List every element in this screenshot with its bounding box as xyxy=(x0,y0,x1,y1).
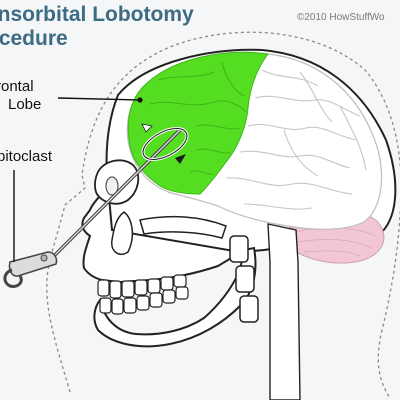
frontal-lobe-label-line-1: rontal xyxy=(0,78,34,95)
brain-gyri xyxy=(225,69,367,210)
brain-stem xyxy=(267,223,301,400)
frontal-lobe-leader-dot xyxy=(137,97,143,103)
vertebrae xyxy=(229,235,259,323)
copyright-notice: ©2010 HowStuffWo xyxy=(297,12,385,23)
orbitoclast-label: rbitoclast xyxy=(0,148,53,165)
diagram-title-line-1: ansorbital Lobotomy xyxy=(0,3,194,26)
lower-teeth xyxy=(99,286,189,315)
nasal-cavity xyxy=(111,211,134,256)
upper-teeth xyxy=(97,274,187,299)
cheekbone xyxy=(139,215,227,239)
orbitoclast-instrument xyxy=(3,128,182,288)
eyeball xyxy=(105,176,119,196)
rotation-arrow-icon xyxy=(141,123,189,164)
frontal-lobe-leader xyxy=(57,97,141,101)
frontal-lobe-label-line-2: Lobe xyxy=(8,96,42,113)
head-silhouette xyxy=(46,31,400,399)
frontal-gyri xyxy=(149,61,247,175)
diagram-title-line-2: ocedure xyxy=(0,27,68,50)
